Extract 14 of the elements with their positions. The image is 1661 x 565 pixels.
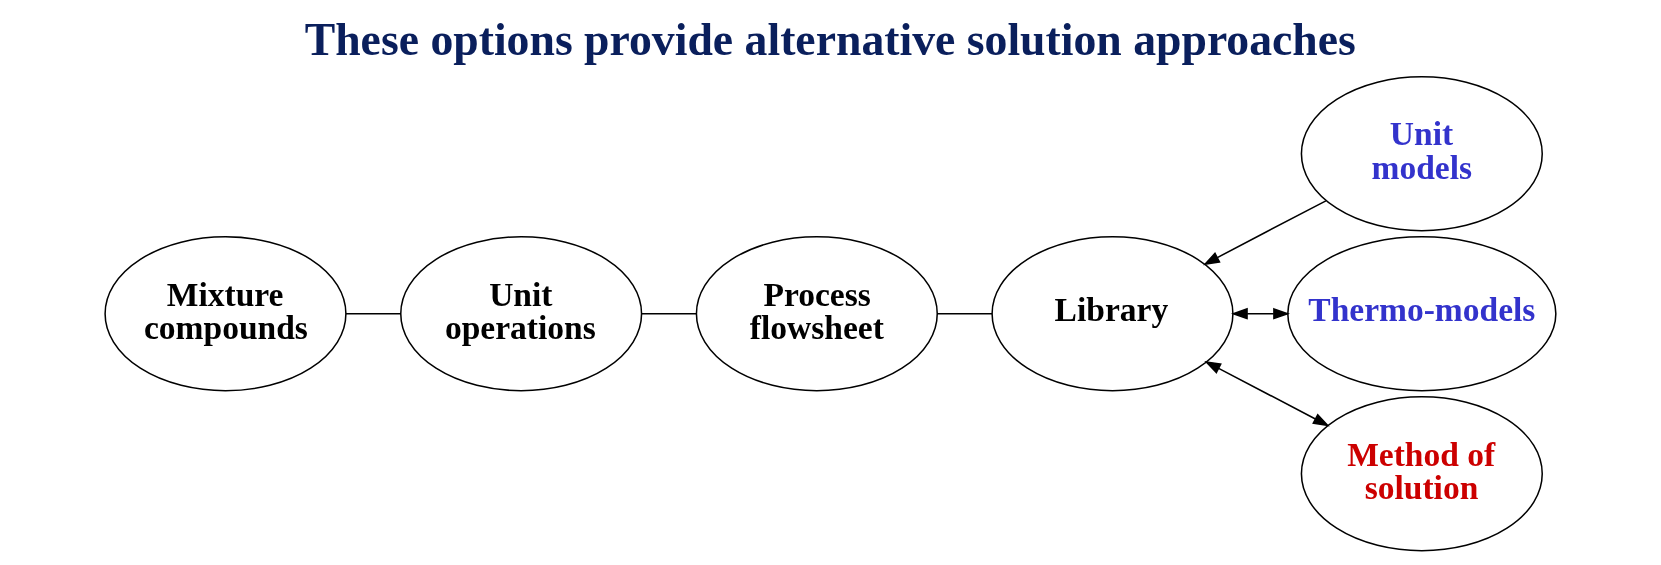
connector [345, 313, 402, 315]
arrow [1204, 360, 1330, 427]
node-ellipse: Mixture compounds [104, 236, 347, 392]
node-ellipse: Method of solution [1300, 396, 1543, 552]
node-ellipse: Library [991, 236, 1234, 392]
arrow [1203, 200, 1327, 266]
node-ellipse: Process flowsheet [695, 236, 938, 392]
connector [640, 313, 698, 315]
node-ellipse: Thermo-models [1287, 236, 1557, 392]
diagram-title: These options provide alternative solution approaches [304, 14, 1356, 66]
node-ellipse: Unit operations [400, 236, 643, 392]
connector [936, 313, 993, 315]
node-ellipse: Unit models [1300, 76, 1543, 232]
arrow [1231, 307, 1290, 320]
